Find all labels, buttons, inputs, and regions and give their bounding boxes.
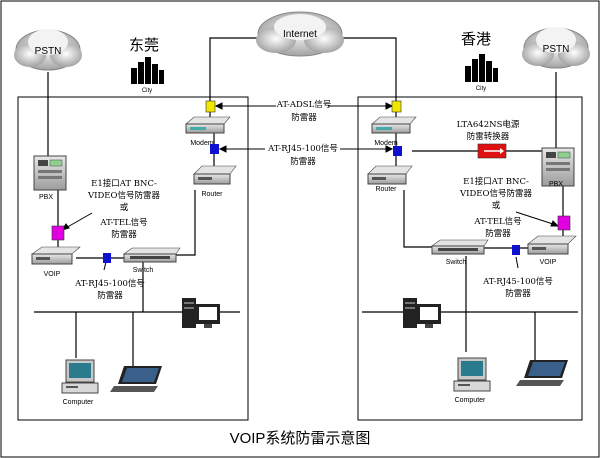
tower-left: [182, 298, 196, 328]
tower-right: [403, 298, 417, 328]
power-arrester: [477, 143, 507, 159]
label-power-arrester: LTA642NS电源 防雷转换器: [457, 119, 520, 142]
router-left-label: Router: [201, 191, 223, 198]
svg-text:E1接口AT BNC-: E1接口AT BNC-: [463, 176, 529, 187]
modem-left-label: Modem: [190, 140, 214, 147]
city-icon-left: City: [131, 57, 164, 94]
laptop-left: [110, 366, 162, 392]
svg-text:防雷器: 防雷器: [505, 288, 531, 299]
pbx-right: PBX: [541, 147, 575, 188]
svg-text:AT-TEL信号: AT-TEL信号: [99, 217, 147, 228]
right-site-box: [357, 96, 583, 421]
modem-left: Modem: [185, 116, 231, 147]
computer-right-label: Computer: [455, 397, 486, 404]
pbx-right-label: PBX: [549, 181, 563, 188]
svg-text:防雷器: 防雷器: [485, 228, 511, 239]
city-icon-right: City: [465, 54, 498, 92]
svg-text:AT-ADSL信号: AT-ADSL信号: [276, 99, 332, 110]
voip-left-label: VOIP: [44, 271, 61, 278]
router-right-label: Router: [375, 186, 397, 193]
svg-text:VIDEO信号防雷器: VIDEO信号防雷器: [87, 190, 160, 201]
monitor-left: [196, 304, 220, 328]
internet-cloud: Internet: [256, 11, 344, 57]
city-name-left: 东莞: [129, 37, 159, 54]
pbx-left-label: PBX: [39, 194, 53, 201]
svg-text:AT-RJ45-100信号: AT-RJ45-100信号: [267, 143, 338, 154]
switch-right-label: Switch: [446, 259, 467, 266]
label-rj45-arrester-center: AT-RJ45-100信号 防雷器: [267, 143, 338, 167]
svg-text:防雷器: 防雷器: [97, 290, 123, 301]
pointer-arrows: [60, 102, 560, 271]
svg-text:AT-RJ45-100信号: AT-RJ45-100信号: [74, 278, 145, 289]
label-e1-arrester-left: E1接口AT BNC- VIDEO信号防雷器 或 AT-TEL信号 防雷器: [87, 178, 160, 240]
pstn-left-label: PSTN: [35, 46, 62, 57]
rj45-arrester-left: [103, 253, 111, 263]
voip-left: VOIP: [31, 246, 81, 278]
city-label-right: City: [476, 86, 486, 92]
computer-right: Computer: [453, 357, 491, 404]
svg-text:AT-TEL信号: AT-TEL信号: [473, 216, 521, 227]
svg-text:或: 或: [120, 202, 129, 213]
svg-text:或: 或: [492, 200, 501, 211]
label-rj45-arrester-right: AT-RJ45-100信号 防雷器: [482, 276, 553, 299]
monitor-right: [417, 304, 441, 328]
internet-label: Internet: [283, 29, 317, 40]
adsl-arrester-left: [205, 100, 216, 113]
voip-right-label: VOIP: [540, 259, 557, 266]
rj45-arrester-center-left: [210, 144, 219, 154]
pstn-cloud-left: PSTN: [14, 29, 82, 71]
e1-arrester-right: [557, 215, 571, 231]
svg-text:AT-RJ45-100信号: AT-RJ45-100信号: [482, 276, 553, 287]
switch-left-label: Switch: [133, 267, 154, 274]
modem-right: Modem: [371, 116, 417, 147]
city-name-right: 香港: [461, 31, 491, 48]
rj45-arrester-right: [512, 245, 520, 255]
pbx-left: PBX: [33, 155, 67, 201]
computer-left: Computer: [61, 359, 99, 406]
city-label-left: City: [142, 88, 152, 94]
pstn-right-label: PSTN: [543, 44, 570, 55]
left-site-box: [17, 96, 249, 421]
label-adsl-arrester: AT-ADSL信号 防雷器: [276, 99, 332, 123]
modem-right-label: Modem: [374, 140, 398, 147]
router-right: Router: [367, 165, 413, 193]
svg-text:防雷转换器: 防雷转换器: [467, 131, 510, 142]
switch-right: Switch: [431, 239, 489, 266]
pstn-cloud-right: PSTN: [522, 27, 590, 69]
svg-text:防雷器: 防雷器: [291, 112, 317, 123]
svg-text:E1接口AT BNC-: E1接口AT BNC-: [91, 178, 157, 189]
svg-text:防雷器: 防雷器: [290, 156, 316, 167]
e1-arrester-left: [51, 225, 65, 241]
svg-text:VIDEO信号防雷器: VIDEO信号防雷器: [459, 188, 532, 199]
diagram-caption: VOIP系统防雷示意图: [230, 429, 371, 447]
router-left: Router: [193, 165, 237, 198]
laptop-right: [516, 360, 568, 386]
label-e1-arrester-right: E1接口AT BNC- VIDEO信号防雷器 或 AT-TEL信号 防雷器: [459, 176, 532, 239]
switch-left: Switch: [123, 247, 181, 274]
voip-right: VOIP: [527, 235, 577, 266]
svg-text:LTA642NS电源: LTA642NS电源: [457, 119, 520, 130]
label-rj45-arrester-left: AT-RJ45-100信号 防雷器: [74, 278, 145, 301]
svg-text:防雷器: 防雷器: [111, 229, 137, 240]
rj45-arrester-center-right: [393, 146, 402, 156]
computer-left-label: Computer: [63, 399, 94, 406]
adsl-arrester-right: [391, 100, 402, 113]
